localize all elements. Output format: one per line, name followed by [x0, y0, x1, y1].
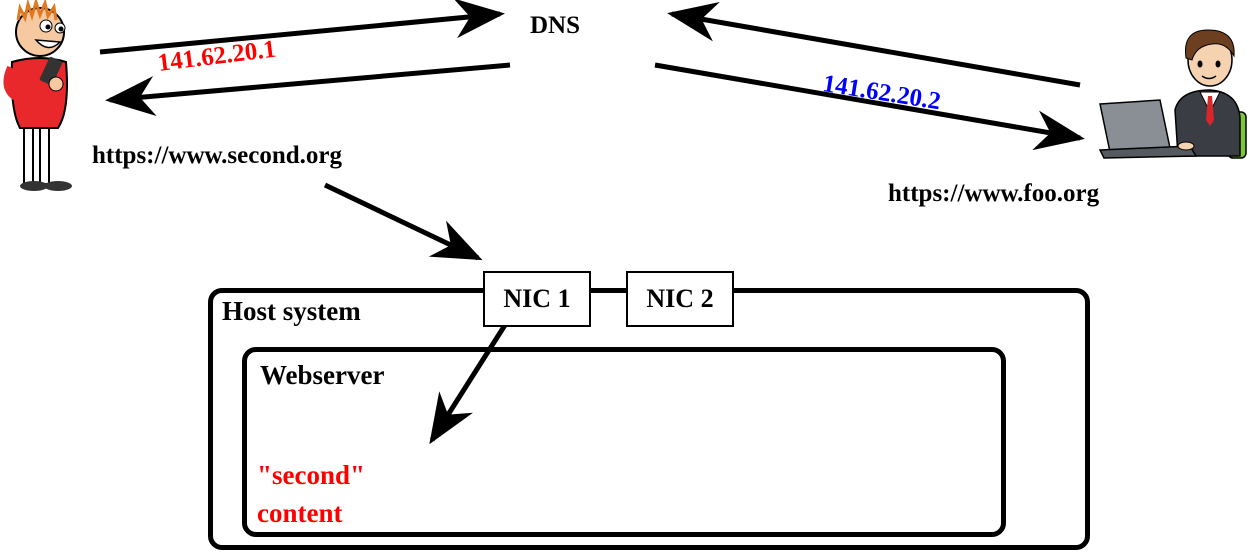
arrow-url-to-nic1: [323, 182, 483, 261]
nic-1-box: NIC 1: [483, 271, 591, 327]
dns-label: DNS: [530, 12, 581, 39]
arrow-right-client-to-dns: [667, 2, 1081, 88]
person-at-laptop-icon: [1098, 29, 1247, 159]
arrow-left-client-to-dns: [99, 0, 505, 55]
arrow-nic1-to-content: [429, 323, 508, 445]
webserver-title: Webserver: [260, 360, 385, 390]
person-with-phone-icon: [3, 0, 72, 191]
left-client-url: https://www.second.org: [92, 142, 343, 169]
webserver-content: "second" content: [257, 456, 365, 532]
nic-2-box: NIC 2: [626, 271, 734, 327]
host-system-title: Host system: [222, 296, 361, 326]
arrow-dns-to-right-client: [654, 62, 1085, 151]
content-line-2: content: [257, 498, 343, 528]
webserver-box: [242, 347, 1006, 537]
right-client-url: https://www.foo.org: [888, 180, 1100, 207]
arrow-dns-to-left-client: [105, 62, 511, 117]
content-line-1: "second": [257, 460, 365, 490]
